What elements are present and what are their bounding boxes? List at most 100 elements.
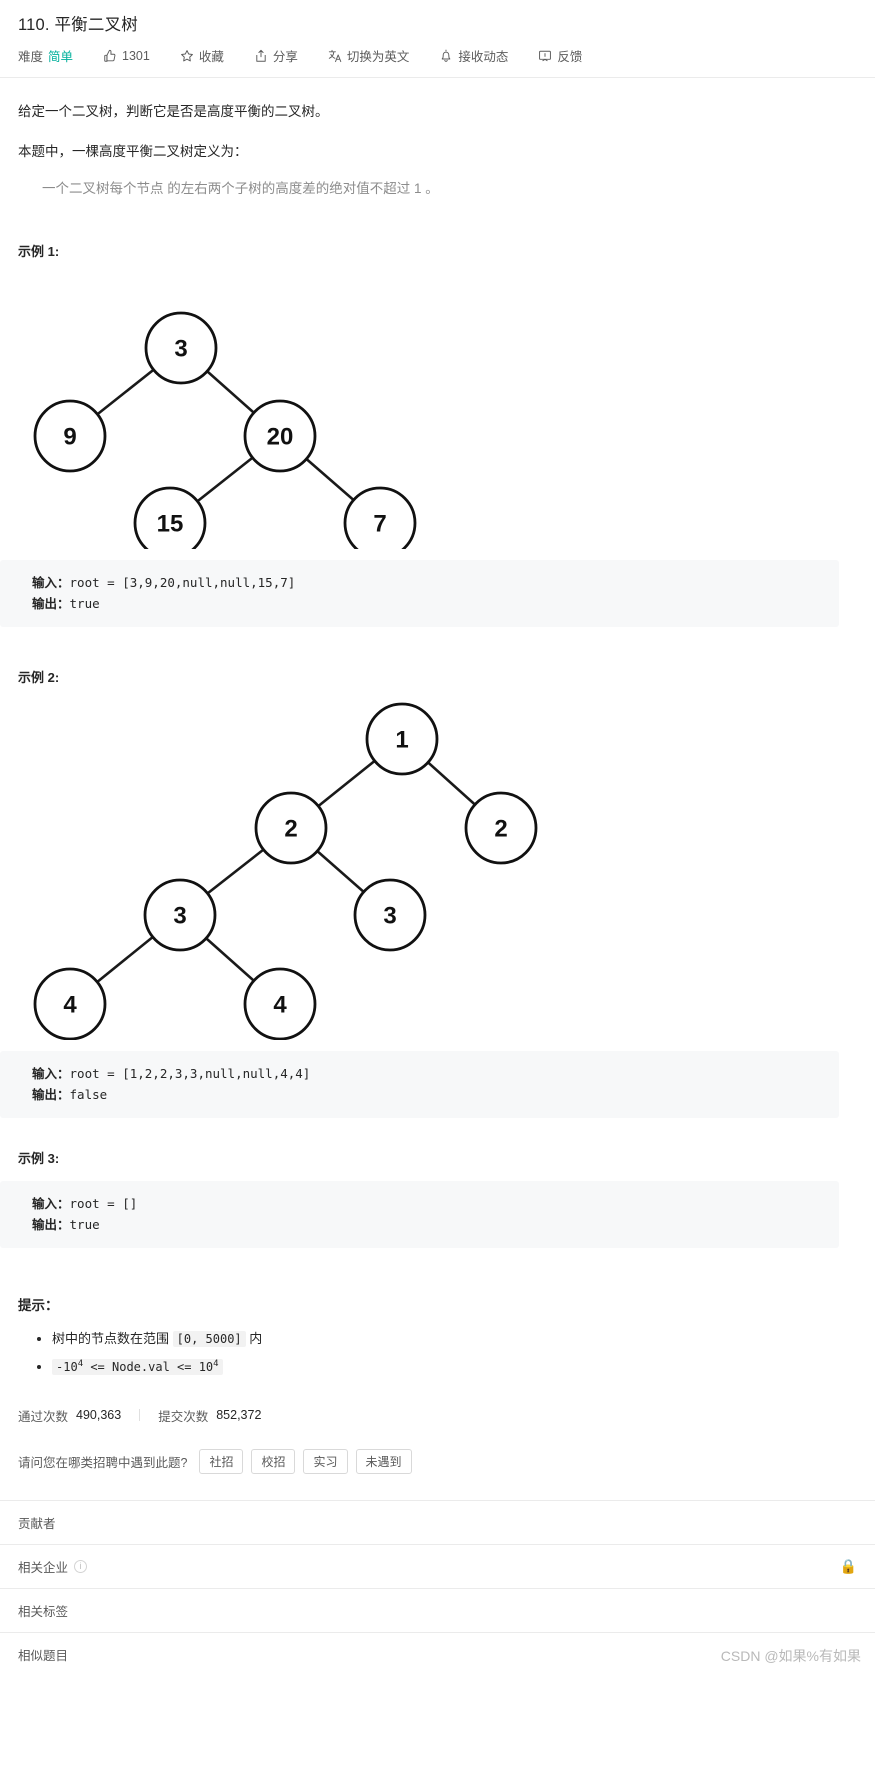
hint-2-neg-exponent: 4: [77, 1358, 84, 1369]
hint-1-code: [0, 5000]: [172, 1330, 246, 1347]
hints-title: 提示：: [18, 1297, 59, 1313]
share-icon: [254, 49, 268, 63]
footer-row-similar[interactable]: 相似题目: [0, 1631, 875, 1676]
stats-separator: [139, 1409, 141, 1422]
hint-1-suffix: 内: [245, 1330, 263, 1346]
example-3-input-value: root = []: [69, 1195, 138, 1211]
example-2-input-label: 输入：: [32, 1065, 70, 1081]
example-2-output-value: false: [69, 1087, 108, 1103]
footer-sections: 贡献者 相关企业 i 🔒 相关标签 相似题目: [0, 1499, 875, 1676]
difficulty-label: 难度: [18, 50, 44, 64]
survey-row: 请问您在哪类招聘中遇到此题? 社招 校招 实习 未遇到: [18, 1448, 857, 1474]
survey-option-shezhao[interactable]: 社招: [199, 1448, 244, 1474]
example-1-output-label: 输出：: [32, 596, 70, 612]
survey-question: 请问您在哪类招聘中遇到此题?: [18, 1455, 188, 1470]
hint-1-prefix: 树中的节点数在范围: [52, 1330, 173, 1346]
tags-label: 相关标签: [18, 1604, 69, 1619]
example-1-codeblock: 输入：root = [3,9,20,null,null,15,7] 输出：tru…: [0, 559, 839, 627]
translate-button[interactable]: 切换为英文: [328, 46, 410, 65]
definition-blockquote: 一个二叉树每个节点 的左右两个子树的高度差的绝对值不超过 1 。: [42, 181, 439, 197]
feedback-button[interactable]: 反馈: [538, 46, 582, 65]
hint-item-2: -104 <= Node.val <= 104: [52, 1354, 857, 1380]
watermark: CSDN @如果%有如果: [720, 1647, 861, 1664]
difficulty-group: 难度 简单: [18, 46, 73, 65]
example-2-tree: 1 2 2 3 3 4 4: [18, 700, 857, 1045]
feedback-label: 反馈: [557, 50, 583, 64]
share-button[interactable]: 分享: [254, 46, 298, 65]
hint-2-mid: <= Node.val <= 10: [83, 1359, 214, 1374]
subscribe-label: 接收动态: [458, 50, 509, 64]
footer-row-contributors[interactable]: 贡献者: [0, 1499, 875, 1544]
hint-2-neg: -10: [56, 1359, 78, 1374]
footer-row-tags[interactable]: 相关标签: [0, 1587, 875, 1632]
example-3-input-label: 输入：: [32, 1195, 70, 1211]
example-3-title: 示例 3:: [18, 1150, 60, 1166]
footer-row-companies[interactable]: 相关企业 i 🔒: [0, 1543, 875, 1588]
svg-text:3: 3: [383, 902, 396, 929]
problem-content: 给定一个二叉树，判断它是否是高度平衡的二叉树。 本题中，一棵高度平衡二叉树定义为…: [0, 100, 875, 1474]
problem-page: 110. 平衡二叉树 难度 简单 1301: [0, 0, 875, 1676]
thumbs-up-icon: [103, 49, 117, 63]
svg-text:9: 9: [63, 423, 76, 450]
share-label: 分享: [272, 50, 298, 64]
svg-text:4: 4: [63, 991, 77, 1018]
svg-text:4: 4: [273, 991, 287, 1018]
example-1-tree: 3 9 20 15 7: [18, 274, 857, 560]
passed-count: 490,363: [76, 1408, 122, 1423]
svg-text:7: 7: [373, 510, 386, 537]
page-title: 110. 平衡二叉树: [18, 16, 138, 34]
survey-option-shixi[interactable]: 实习: [303, 1448, 348, 1474]
favorite-button[interactable]: 收藏: [180, 46, 224, 65]
info-icon[interactable]: i: [74, 1559, 88, 1573]
favorite-label: 收藏: [198, 50, 224, 64]
star-icon: [180, 49, 194, 63]
svg-text:20: 20: [267, 423, 294, 450]
binary-tree-diagram-2: 1 2 2 3 3 4 4: [33, 702, 538, 1041]
description-paragraph-2: 本题中，一棵高度平衡二叉树定义为：: [18, 143, 248, 159]
example-2-input-value: root = [1,2,2,3,3,null,null,4,4]: [69, 1065, 311, 1081]
translate-label: 切换为英文: [346, 50, 410, 64]
example-1-output-value: true: [69, 596, 100, 612]
like-count: 1301: [122, 48, 150, 63]
description-paragraph-1: 给定一个二叉树，判断它是否是高度平衡的二叉树。: [18, 104, 329, 119]
companies-label: 相关企业: [18, 1560, 69, 1575]
survey-option-weiyudao[interactable]: 未遇到: [355, 1448, 412, 1474]
submitted-count: 852,372: [216, 1408, 262, 1423]
hint-2-end-exponent: 4: [213, 1358, 219, 1369]
bell-icon: [439, 49, 453, 63]
example-2-title: 示例 2:: [18, 669, 60, 685]
example-3-codeblock: 输入：root = [] 输出：true: [0, 1180, 839, 1248]
example-3-output-label: 输出：: [32, 1217, 70, 1233]
svg-text:1: 1: [395, 726, 408, 753]
passed-label: 通过次数: [18, 1409, 69, 1424]
example-1-input-label: 输入：: [32, 574, 70, 590]
submitted-label: 提交次数: [158, 1409, 209, 1424]
example-2-output-label: 输出：: [32, 1087, 70, 1103]
like-button[interactable]: 1301: [103, 49, 150, 63]
feedback-icon: [538, 49, 552, 63]
svg-text:2: 2: [494, 815, 507, 842]
svg-text:15: 15: [157, 510, 184, 537]
subscribe-button[interactable]: 接收动态: [439, 46, 508, 65]
header-divider: [0, 77, 875, 78]
example-1-title: 示例 1:: [18, 243, 60, 259]
lock-icon: 🔒: [839, 1557, 857, 1574]
example-3-output-value: true: [69, 1217, 100, 1233]
problem-toolbar: 难度 简单 1301 收藏: [18, 46, 857, 77]
svg-text:3: 3: [174, 335, 187, 362]
similar-label: 相似题目: [18, 1648, 69, 1663]
svg-text:3: 3: [173, 902, 186, 929]
hint-item-1: 树中的节点数在范围 [0, 5000] 内: [52, 1326, 857, 1352]
example-2-codeblock: 输入：root = [1,2,2,3,3,null,null,4,4] 输出：f…: [0, 1050, 839, 1118]
contributors-label: 贡献者: [18, 1516, 56, 1531]
difficulty-badge: 简单: [48, 50, 74, 64]
hint-2-code: -104 <= Node.val <= 104: [52, 1358, 223, 1375]
hints-list: 树中的节点数在范围 [0, 5000] 内 -104 <= Node.val <…: [18, 1326, 857, 1380]
svg-text:2: 2: [284, 815, 297, 842]
problem-header: 110. 平衡二叉树 难度 简单 1301: [0, 0, 875, 77]
stats-row: 通过次数 490,363 提交次数 852,372: [18, 1406, 857, 1425]
survey-option-xiaozhao[interactable]: 校招: [251, 1448, 296, 1474]
translate-icon: [328, 49, 342, 63]
binary-tree-diagram-1: 3 9 20 15 7: [33, 311, 417, 560]
example-1-input-value: root = [3,9,20,null,null,15,7]: [69, 574, 296, 590]
